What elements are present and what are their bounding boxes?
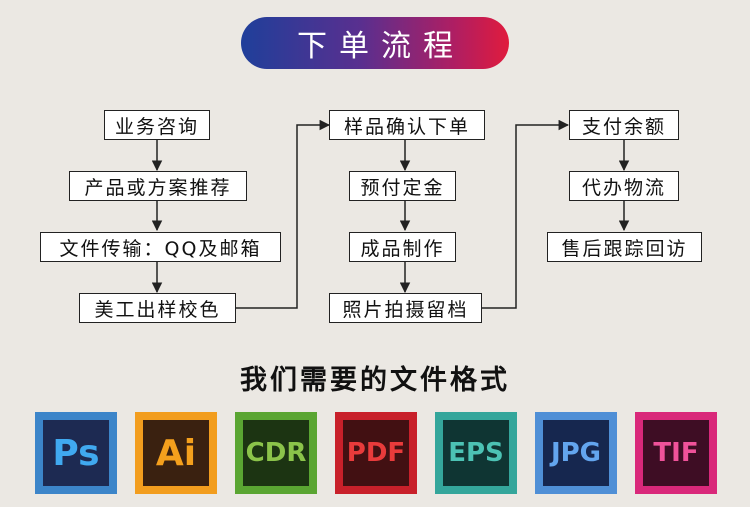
- flow-connectors: [151, 119, 630, 309]
- step-after-sales: 售后跟踪回访: [547, 232, 702, 262]
- step-logistics: 代办物流: [569, 171, 679, 201]
- step-deposit: 预付定金: [349, 171, 456, 201]
- format-label: JPG: [550, 438, 602, 468]
- step-photo-archive: 照片拍摄留档: [329, 293, 482, 323]
- format-label: Ai: [155, 432, 197, 474]
- format-label: EPS: [448, 438, 504, 468]
- photoshop-icon: Ps: [35, 412, 117, 494]
- page-title: 下单流程: [241, 17, 509, 69]
- file-format-icons: Ps Ai CDR PDF EPS JPG TIF: [0, 412, 750, 496]
- coreldraw-icon: CDR: [235, 412, 317, 494]
- format-label: TIF: [653, 438, 699, 468]
- step-design-proof: 美工出样校色: [79, 293, 236, 323]
- step-consultation: 业务咨询: [104, 110, 210, 140]
- step-file-transfer: 文件传输：QQ及邮箱: [40, 232, 281, 262]
- formats-title: 我们需要的文件格式: [240, 365, 510, 396]
- step-recommendation: 产品或方案推荐: [69, 171, 247, 201]
- format-label: CDR: [245, 438, 307, 468]
- step-confirm-order: 样品确认下单: [329, 110, 485, 140]
- illustrator-icon: Ai: [135, 412, 217, 494]
- step-balance-payment: 支付余额: [569, 110, 679, 140]
- eps-icon: EPS: [435, 412, 517, 494]
- step-production: 成品制作: [349, 232, 456, 262]
- pdf-icon: PDF: [335, 412, 417, 494]
- jpg-icon: JPG: [535, 412, 617, 494]
- tif-icon: TIF: [635, 412, 717, 494]
- format-label: PDF: [346, 438, 406, 468]
- format-label: Ps: [52, 432, 100, 474]
